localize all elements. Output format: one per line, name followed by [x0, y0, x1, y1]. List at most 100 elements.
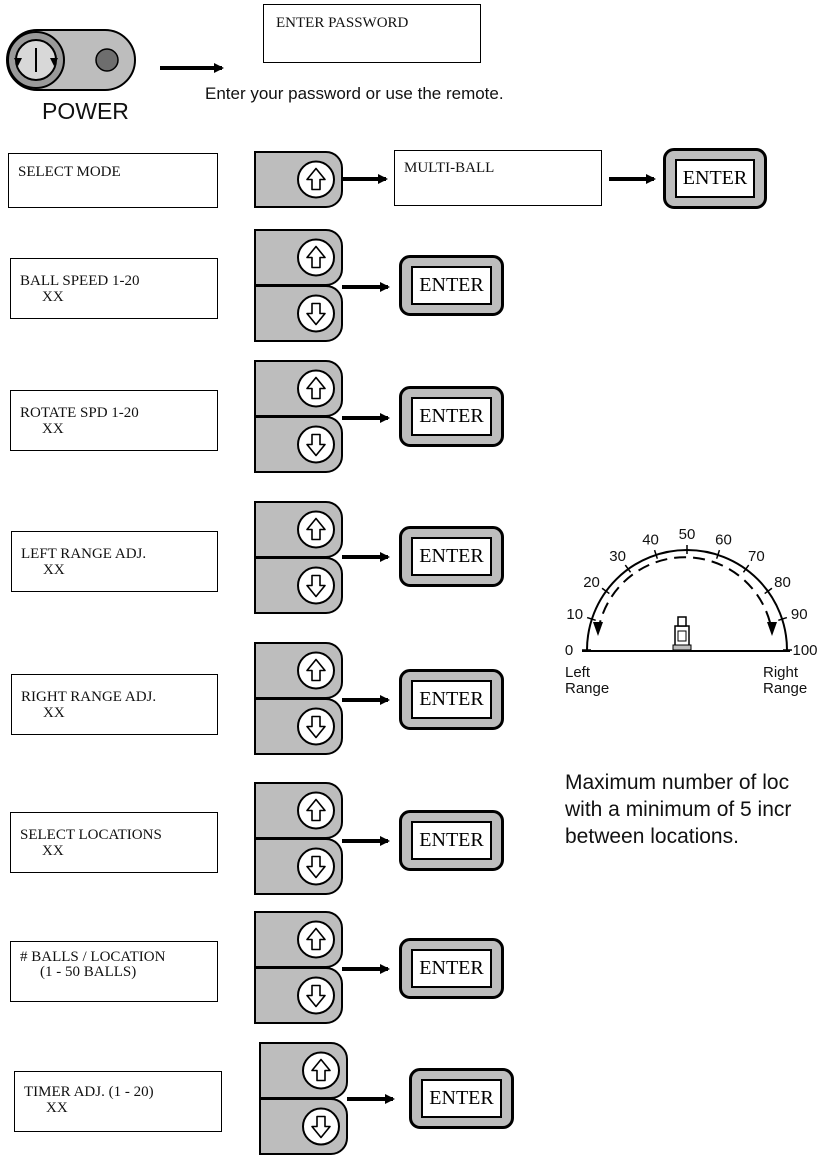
enter-button-label: ENTER — [675, 159, 755, 198]
up-button-timer[interactable] — [259, 1042, 348, 1099]
step-line2: XX — [42, 421, 64, 437]
down-button-left-range[interactable] — [254, 557, 343, 614]
arrow-up-icon — [306, 517, 326, 541]
select-mode-display: SELECT MODE — [8, 153, 218, 208]
up-button-mode[interactable] — [254, 151, 343, 208]
arrow-up-icon — [306, 798, 326, 822]
enter-button-timer[interactable]: ENTER — [409, 1068, 514, 1129]
enter-button-label: ENTER — [411, 821, 492, 860]
step-line2: XX — [43, 705, 65, 721]
enter-button-right-range[interactable]: ENTER — [399, 669, 504, 730]
enter-button-select-locations[interactable]: ENTER — [399, 810, 504, 871]
arrow-down-icon — [306, 984, 326, 1008]
arrow-up-icon — [311, 1058, 331, 1082]
gauge-tick-label: 80 — [774, 574, 791, 591]
gauge-tick — [778, 616, 788, 622]
gauge-tick — [742, 564, 750, 573]
gauge-tick-label: 10 — [566, 606, 583, 623]
enter-button-rotate-speed[interactable]: ENTER — [399, 386, 504, 447]
select-locations-display: SELECT LOCATIONS XX — [10, 812, 218, 873]
gauge-tick — [601, 587, 610, 595]
arrow-down-icon — [306, 574, 326, 598]
gauge-tick — [586, 616, 596, 622]
arrow-down-icon — [306, 855, 326, 879]
gauge-tick — [764, 587, 773, 595]
up-button-balls-per-location[interactable] — [254, 911, 343, 968]
gauge-tick — [715, 549, 721, 559]
enter-button-label: ENTER — [411, 266, 492, 305]
password-display: ENTER PASSWORD — [263, 4, 481, 63]
power-label: POWER — [42, 98, 129, 124]
down-button-balls-per-location[interactable] — [254, 967, 343, 1024]
down-button-right-range[interactable] — [254, 698, 343, 755]
left-range-label: Left Range — [565, 665, 609, 697]
enter-button-ball-speed[interactable]: ENTER — [399, 255, 504, 316]
arrow-down-icon — [311, 1115, 331, 1139]
down-button-rotate-speed[interactable] — [254, 416, 343, 473]
up-button-left-range[interactable] — [254, 501, 343, 558]
arrow-up-icon — [306, 245, 326, 269]
enter-button-label: ENTER — [411, 397, 492, 436]
balls-per-location-display: # BALLS / LOCATION (1 - 50 BALLS) — [10, 941, 218, 1002]
select-mode-text: SELECT MODE — [18, 164, 121, 180]
arrow-down-icon — [306, 715, 326, 739]
step-line1: # BALLS / LOCATION — [20, 949, 166, 965]
password-hint: Enter your password or use the remote. — [205, 84, 504, 103]
machine-icon — [672, 616, 692, 651]
arrow-up-icon — [306, 927, 326, 951]
gauge-tick-label: 50 — [679, 526, 696, 543]
gauge-tick-label: 0 — [565, 642, 573, 659]
step-line2: XX — [46, 1100, 68, 1116]
arrow-down-icon — [306, 302, 326, 326]
right-range-label-line1: Right — [763, 664, 799, 681]
step-line1: RIGHT RANGE ADJ. — [21, 689, 157, 705]
up-button-rotate-speed[interactable] — [254, 360, 343, 417]
right-range-display: RIGHT RANGE ADJ. XX — [11, 674, 218, 735]
enter-button-balls-per-location[interactable]: ENTER — [399, 938, 504, 999]
locations-note-line1: Maximum number of loc — [565, 771, 790, 794]
locations-note-line3: between locations. — [565, 825, 739, 848]
enter-button-label: ENTER — [421, 1079, 502, 1118]
right-range-label-line2: Range — [763, 680, 808, 697]
up-button-ball-speed[interactable] — [254, 229, 343, 286]
gauge-tick-label: 100 — [792, 642, 817, 659]
rotate-speed-display: ROTATE SPD 1-20 XX — [10, 390, 218, 451]
power-switch[interactable] — [6, 29, 136, 91]
locations-note: Maximum number of loc with a minimum of … — [565, 769, 791, 850]
gauge-tick-label: 20 — [583, 574, 600, 591]
gauge-tick-label: 70 — [748, 548, 765, 565]
down-button-timer[interactable] — [259, 1098, 348, 1155]
locations-note-line2: with a minimum of 5 incr — [565, 798, 792, 821]
arrow-down-icon — [306, 433, 326, 457]
step-line1: ROTATE SPD 1-20 — [20, 405, 139, 421]
down-button-ball-speed[interactable] — [254, 285, 343, 342]
enter-button-mode[interactable]: ENTER — [663, 148, 767, 209]
gauge-tick-label: 60 — [715, 532, 732, 549]
step-line2: (1 - 50 BALLS) — [40, 964, 137, 980]
left-range-display: LEFT RANGE ADJ. XX — [11, 531, 218, 592]
left-range-label-line1: Left — [565, 664, 591, 681]
gauge-tick-label: 40 — [642, 532, 659, 549]
left-range-label-line2: Range — [565, 680, 610, 697]
up-button-select-locations[interactable] — [254, 782, 343, 839]
enter-button-label: ENTER — [411, 537, 492, 576]
step-line2: XX — [43, 562, 65, 578]
step-line1: LEFT RANGE ADJ. — [21, 546, 147, 562]
enter-button-label: ENTER — [411, 680, 492, 719]
timer-adj-display: TIMER ADJ. (1 - 20) XX — [14, 1071, 222, 1132]
password-display-text: ENTER PASSWORD — [276, 15, 409, 31]
gauge-tick — [653, 549, 659, 559]
step-line2: XX — [42, 289, 64, 305]
arrow-up-icon — [306, 376, 326, 400]
down-button-select-locations[interactable] — [254, 838, 343, 895]
arrow-up-icon — [306, 167, 326, 191]
up-button-right-range[interactable] — [254, 642, 343, 699]
step-line2: XX — [42, 843, 64, 859]
enter-button-left-range[interactable]: ENTER — [399, 526, 504, 587]
ball-speed-display: BALL SPEED 1-20 XX — [10, 258, 218, 319]
multiball-text: MULTI-BALL — [404, 160, 495, 176]
enter-button-label: ENTER — [411, 949, 492, 988]
right-range-label: Right Range — [763, 665, 807, 697]
multiball-display: MULTI-BALL — [394, 150, 602, 206]
